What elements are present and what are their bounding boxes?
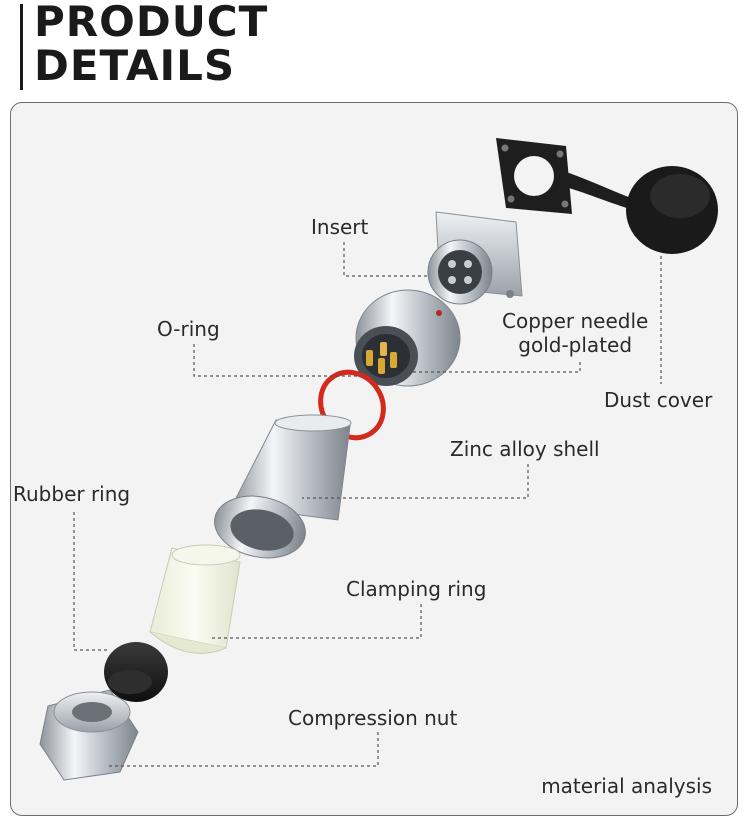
label-compression-nut: Compression nut xyxy=(288,706,458,730)
label-zinc-shell: Zinc alloy shell xyxy=(450,437,600,461)
label-o-ring: O-ring xyxy=(157,317,220,341)
footer-note: material analysis xyxy=(541,774,712,798)
insert-part xyxy=(427,211,523,305)
label-rubber-ring: Rubber ring xyxy=(13,482,131,506)
zinc-alloy-shell-part xyxy=(214,414,352,559)
leader-o-ring xyxy=(193,344,366,377)
leader-clamping-ring xyxy=(210,604,422,639)
label-clamping-ring: Clamping ring xyxy=(346,577,487,601)
leader-rubber-ring xyxy=(73,512,110,651)
copper-needle-part xyxy=(354,289,461,387)
label-dust-cover: Dust cover xyxy=(604,388,713,412)
page-title: PRODUCT DETAILS xyxy=(34,0,268,88)
leader-insert xyxy=(343,242,430,277)
title-line-1: PRODUCT xyxy=(34,0,269,46)
label-copper-needle-line2: gold-plated xyxy=(518,333,633,357)
leader-copper-needle xyxy=(412,362,581,373)
compression-nut-part xyxy=(39,689,139,781)
title-accent-bar xyxy=(20,4,23,90)
label-insert: Insert xyxy=(311,215,369,239)
label-copper-needle-line1: Copper needle xyxy=(502,309,649,333)
dust-cover-part xyxy=(496,138,718,254)
rubber-ring-part xyxy=(104,642,168,702)
leader-compression-nut xyxy=(108,732,379,767)
leader-lines xyxy=(73,242,662,767)
title-line-2: DETAILS xyxy=(34,41,236,90)
clamping-ring-part xyxy=(149,544,241,654)
label-copper-needle: Copper needle gold-plated xyxy=(502,309,648,357)
